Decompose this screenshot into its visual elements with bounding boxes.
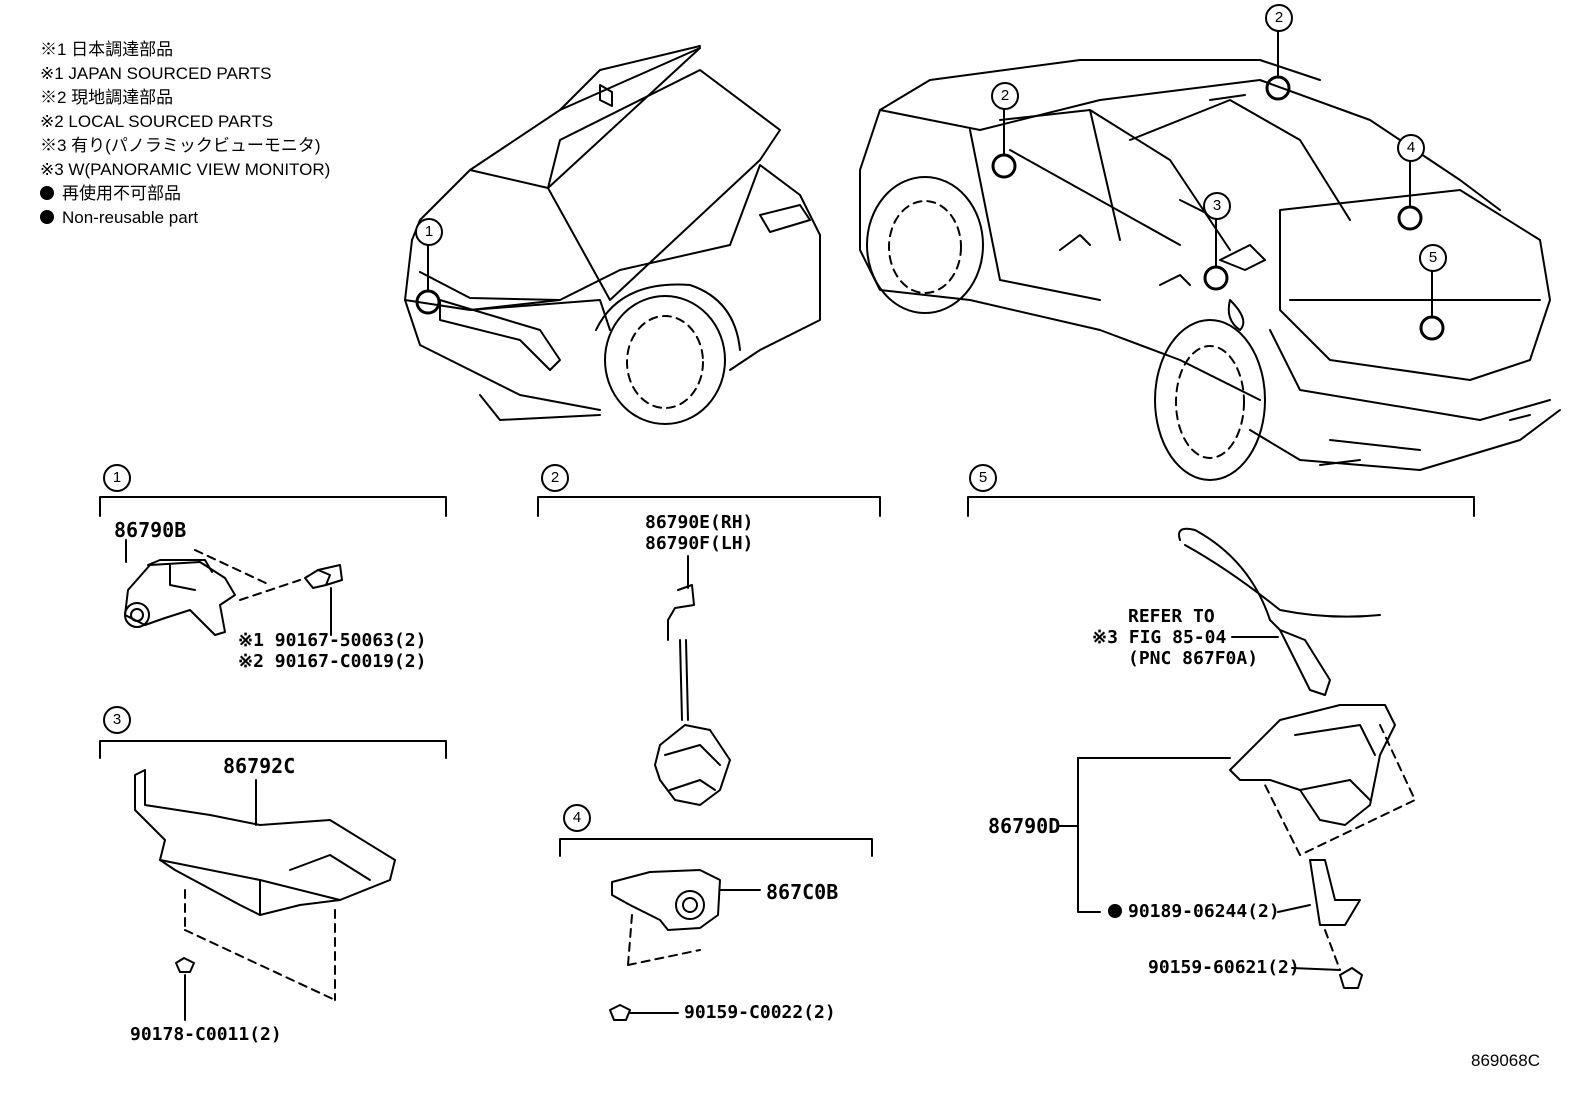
section-number-1: 1 [103, 464, 131, 492]
nonreusable-dot-icon [40, 186, 54, 200]
front-camera-part [124, 539, 343, 636]
marker-label-rear-upper[interactable]: 4 [1397, 134, 1425, 162]
section-number-2: 2 [541, 464, 569, 492]
location-markers [415, 29, 1445, 341]
refer-fig-85-04[interactable]: ※3 FIG 85-04 [1092, 627, 1227, 648]
part-number-86790D[interactable]: 86790D [988, 814, 1061, 838]
part-number-86790B[interactable]: 86790B [114, 518, 187, 542]
interior-camera-part [609, 869, 761, 1021]
rear-camera-part [1059, 527, 1416, 989]
marker-label-roof[interactable]: 2 [1265, 4, 1293, 32]
ecu-part [134, 769, 396, 1021]
part-number-867C0B[interactable]: 867C0B [766, 880, 839, 904]
fastener-local-90167-C0019[interactable]: ※2 90167-C0019(2) [238, 651, 427, 672]
rear-vehicle-illustration [859, 59, 1561, 481]
marker-label-interior[interactable]: 3 [1203, 192, 1231, 220]
marker-label-rear-lower[interactable]: 5 [1419, 244, 1447, 272]
section-number-5: 5 [969, 464, 997, 492]
fastener-90159-60621[interactable]: 90159-60621(2) [1148, 957, 1300, 978]
part-number-86792C[interactable]: 86792C [223, 754, 296, 778]
fastener-90189-06244-text: 90189-06244(2) [1128, 901, 1280, 922]
fastener-90189-06244[interactable]: 90189-06244(2) [1108, 901, 1280, 922]
marker-roof-camera [1265, 75, 1291, 101]
front-vehicle-illustration [404, 45, 821, 425]
marker-label-side[interactable]: 2 [991, 82, 1019, 110]
legend-japan-en: ※1 JAPAN SOURCED PARTS [40, 64, 272, 83]
legend-nonreusable-en: Non-reusable part [40, 206, 330, 230]
fastener-90178-C0011[interactable]: 90178-C0011(2) [130, 1024, 282, 1045]
legend-panoramic-jp: ※3 有り(パノラミックビューモニタ) [40, 136, 321, 155]
legend-nonreusable-en-text: Non-reusable part [62, 208, 199, 227]
marker-side-camera [991, 153, 1017, 179]
figure-id: 869068C [1470, 1051, 1540, 1070]
section-brackets [99, 496, 1475, 857]
marker-rear-camera [1419, 315, 1445, 341]
legend-local-en: ※2 LOCAL SOURCED PARTS [40, 112, 274, 131]
section-number-3: 3 [103, 706, 131, 734]
section-number-4: 4 [563, 804, 591, 832]
fastener-90159-C0022[interactable]: 90159-C0022(2) [684, 1002, 836, 1023]
legend-panoramic-en: ※3 W(PANORAMIC VIEW MONITOR) [40, 160, 331, 179]
legend-nonreusable-jp-text: 再使用不可部品 [62, 184, 181, 203]
part-number-86790E-rh[interactable]: 86790E(RH) [645, 512, 754, 533]
side-camera-part [654, 555, 731, 806]
marker-label-front[interactable]: 1 [415, 218, 443, 246]
legend: ※1 日本調達部品 ※1 JAPAN SOURCED PARTS ※2 現地調達… [40, 38, 330, 230]
refer-to-label: REFER TO [1128, 606, 1215, 627]
refer-pnc-867F0A: (PNC 867F0A) [1128, 648, 1259, 669]
nonreusable-dot-icon [1108, 904, 1122, 918]
nonreusable-dot-icon [40, 210, 54, 224]
marker-rear-upper [1397, 205, 1423, 231]
fastener-japan-90167-50063[interactable]: ※1 90167-50063(2) [238, 630, 427, 651]
part-number-86790F-lh[interactable]: 86790F(LH) [645, 533, 754, 554]
marker-interior-ecu [1203, 265, 1229, 291]
legend-local-jp: ※2 現地調達部品 [40, 88, 174, 107]
legend-japan-jp: ※1 日本調達部品 [40, 40, 174, 59]
legend-nonreusable-jp: 再使用不可部品 [40, 182, 330, 206]
